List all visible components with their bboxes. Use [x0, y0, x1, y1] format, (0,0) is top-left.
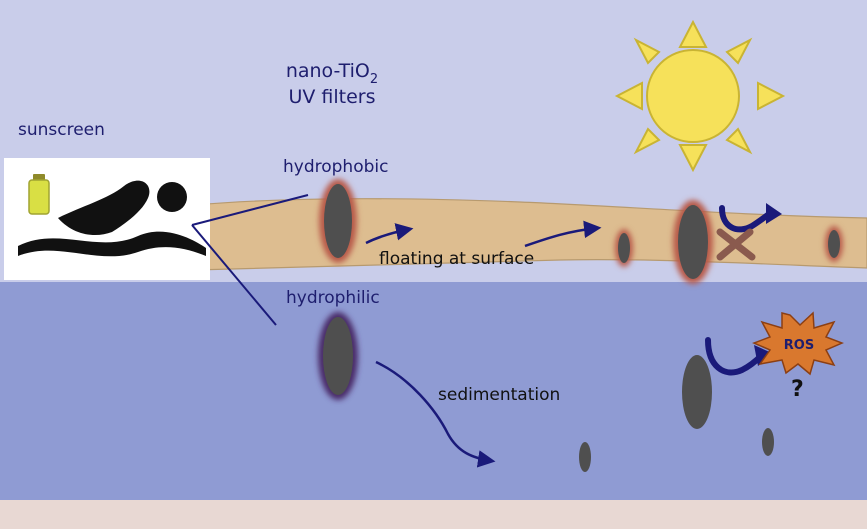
- filters-title-prefix: nano-TiO: [286, 60, 370, 82]
- hydrophobic-label: hydrophobic: [283, 157, 388, 177]
- hydrophobic-particle: [319, 179, 357, 263]
- swimmer-icon: [18, 180, 206, 257]
- sedimentation-arrow: [375, 360, 496, 468]
- ros-curved-arrow-head: [754, 345, 774, 366]
- sediment-particle-left: [579, 442, 591, 472]
- sedimentation-label: sedimentation: [438, 385, 560, 405]
- sediment-particle-right: [762, 428, 774, 456]
- floating-particle-large: [673, 200, 713, 284]
- ros-burst-icon: [752, 311, 844, 376]
- hydrophilic-label: hydrophilic: [286, 288, 380, 308]
- sunscreen-bottle-icon: [28, 174, 50, 215]
- connector-lines: [191, 194, 309, 326]
- hydrophilic-particle: [318, 312, 358, 400]
- floating-particle-small: [615, 229, 633, 267]
- surface-curved-arrow-head: [766, 203, 782, 224]
- sun-icon: [614, 19, 786, 173]
- filters-title-subscript: 2: [370, 72, 378, 87]
- seabed-region: [0, 500, 867, 529]
- swimmer-panel: [4, 158, 210, 280]
- blocked-x-icon: [716, 228, 756, 261]
- water-region: [0, 282, 867, 502]
- floating-arrow-right: [524, 220, 602, 248]
- floating-arrow-left: [365, 223, 414, 245]
- water-particle-large: [682, 355, 712, 429]
- floating-label: floating at surface: [379, 249, 534, 269]
- filters-title-line2: UV filters: [288, 86, 375, 108]
- filters-title-line1: nano-TiO2: [286, 60, 378, 87]
- floating-particle-right: [825, 226, 843, 262]
- ros-question-mark: ?: [791, 377, 804, 402]
- sunscreen-label: sunscreen: [18, 120, 105, 140]
- ros-label: ROS: [784, 338, 814, 353]
